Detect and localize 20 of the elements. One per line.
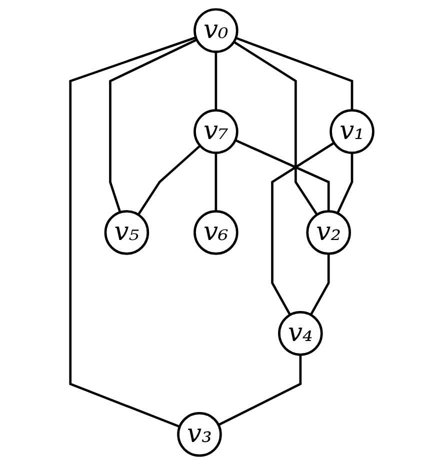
connector	[109, 38, 198, 213]
node-circle: v₅	[104, 210, 150, 255]
connector	[69, 36, 196, 428]
connector	[218, 354, 302, 426]
node-circle: v₂	[306, 210, 352, 255]
connector	[214, 152, 218, 212]
node-circle: v₀	[194, 8, 239, 53]
node-circle: v₁	[330, 109, 375, 154]
connector	[236, 36, 354, 110]
node-circle: v₄	[278, 311, 324, 356]
connector	[235, 139, 330, 212]
connector	[233, 40, 318, 216]
connector	[138, 144, 202, 216]
connector	[310, 254, 330, 316]
node-circle: v₃	[177, 412, 222, 457]
node-circle: v₇	[194, 109, 239, 154]
connector	[271, 142, 335, 316]
node-circle: v₆	[194, 210, 239, 255]
connector	[214, 52, 218, 110]
connector	[336, 152, 354, 214]
